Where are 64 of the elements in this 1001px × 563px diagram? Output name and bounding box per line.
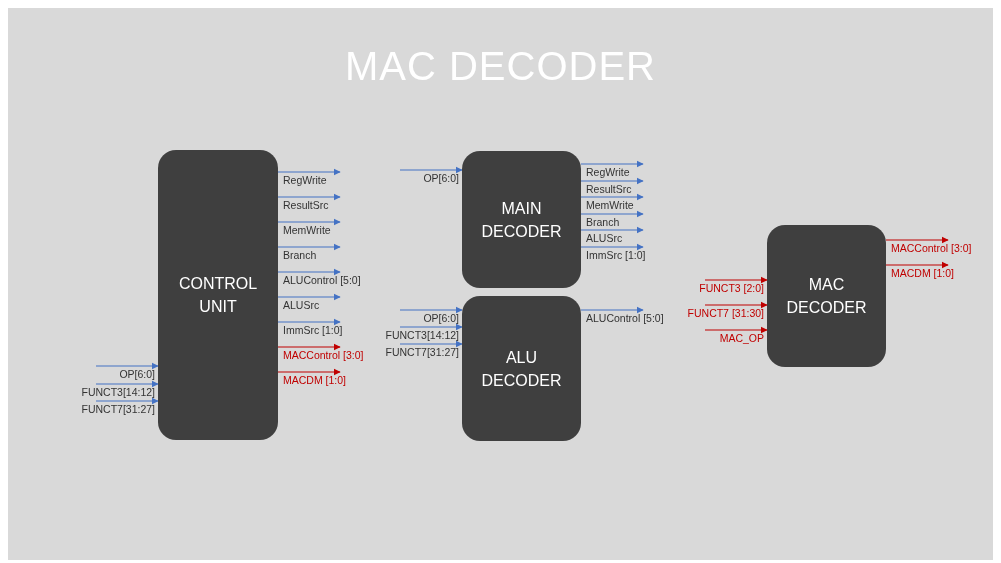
- signal-label: RegWrite: [586, 166, 630, 178]
- arrow: [580, 243, 644, 251]
- block-label: MAIN DECODER: [480, 198, 563, 242]
- signal-label: FUNCT3[14:12]: [81, 386, 155, 398]
- arrow: [277, 193, 341, 201]
- arrow: [885, 236, 949, 244]
- signal-label: ResultSrc: [283, 199, 329, 211]
- arrow: [95, 397, 159, 405]
- arrow: [399, 306, 463, 314]
- signal-label: MemWrite: [586, 199, 634, 211]
- signal-label: MACDM [1:0]: [891, 267, 954, 279]
- arrow: [399, 166, 463, 174]
- signal-label: FUNCT7[31:27]: [385, 346, 459, 358]
- arrow: [277, 293, 341, 301]
- arrow: [580, 177, 644, 185]
- signal-label: ResultSrc: [586, 183, 632, 195]
- arrow: [277, 218, 341, 226]
- signal-label: MACDM [1:0]: [283, 374, 346, 386]
- arrow: [704, 276, 768, 284]
- arrow: [580, 193, 644, 201]
- arrow: [277, 318, 341, 326]
- signal-label: FUNCT3 [2:0]: [699, 282, 764, 294]
- signal-label: MAC_OP: [719, 332, 764, 344]
- block-box: [462, 296, 581, 441]
- signal-label: FUNCT3[14:12]: [385, 329, 459, 341]
- signal-label: ALUControl [5:0]: [586, 312, 664, 324]
- signal-label: OP[6:0]: [119, 368, 155, 380]
- arrow: [704, 301, 768, 309]
- signal-label: RegWrite: [283, 174, 327, 186]
- block-box: [158, 150, 278, 440]
- signal-label: MACControl [3:0]: [891, 242, 972, 254]
- arrow: [885, 261, 949, 269]
- arrow: [580, 210, 644, 218]
- signal-label: FUNCT7[31:27]: [81, 403, 155, 415]
- arrow: [704, 326, 768, 334]
- arrow: [95, 380, 159, 388]
- signal-label: OP[6:0]: [423, 312, 459, 324]
- arrow: [277, 168, 341, 176]
- signal-label: ImmSrc [1:0]: [586, 249, 646, 261]
- arrow: [277, 268, 341, 276]
- signal-label: Branch: [283, 249, 317, 261]
- block-box: [767, 225, 886, 367]
- signal-label: ALUSrc: [586, 232, 623, 244]
- block-label: MAC DECODER: [785, 275, 868, 318]
- signal-label: MACControl [3:0]: [283, 349, 364, 361]
- signal-label: ALUSrc: [283, 299, 320, 311]
- signal-label: ALUControl [5:0]: [283, 274, 361, 286]
- arrow: [399, 323, 463, 331]
- arrow: [277, 243, 341, 251]
- block-box: [462, 151, 581, 288]
- arrow: [277, 343, 341, 351]
- signal-label: OP[6:0]: [423, 172, 459, 184]
- arrow: [95, 362, 159, 370]
- arrow: [580, 306, 644, 314]
- signal-label: ImmSrc [1:0]: [283, 324, 343, 336]
- arrow: [580, 160, 644, 168]
- block-label: ALU DECODER: [480, 347, 563, 391]
- arrow: [277, 368, 341, 376]
- signal-label: MemWrite: [283, 224, 331, 236]
- signal-label: FUNCT7 [31:30]: [687, 307, 764, 319]
- arrow: [580, 226, 644, 234]
- arrow: [399, 340, 463, 348]
- block-label: CONTROL UNIT: [177, 274, 259, 317]
- signal-label: Branch: [586, 216, 620, 228]
